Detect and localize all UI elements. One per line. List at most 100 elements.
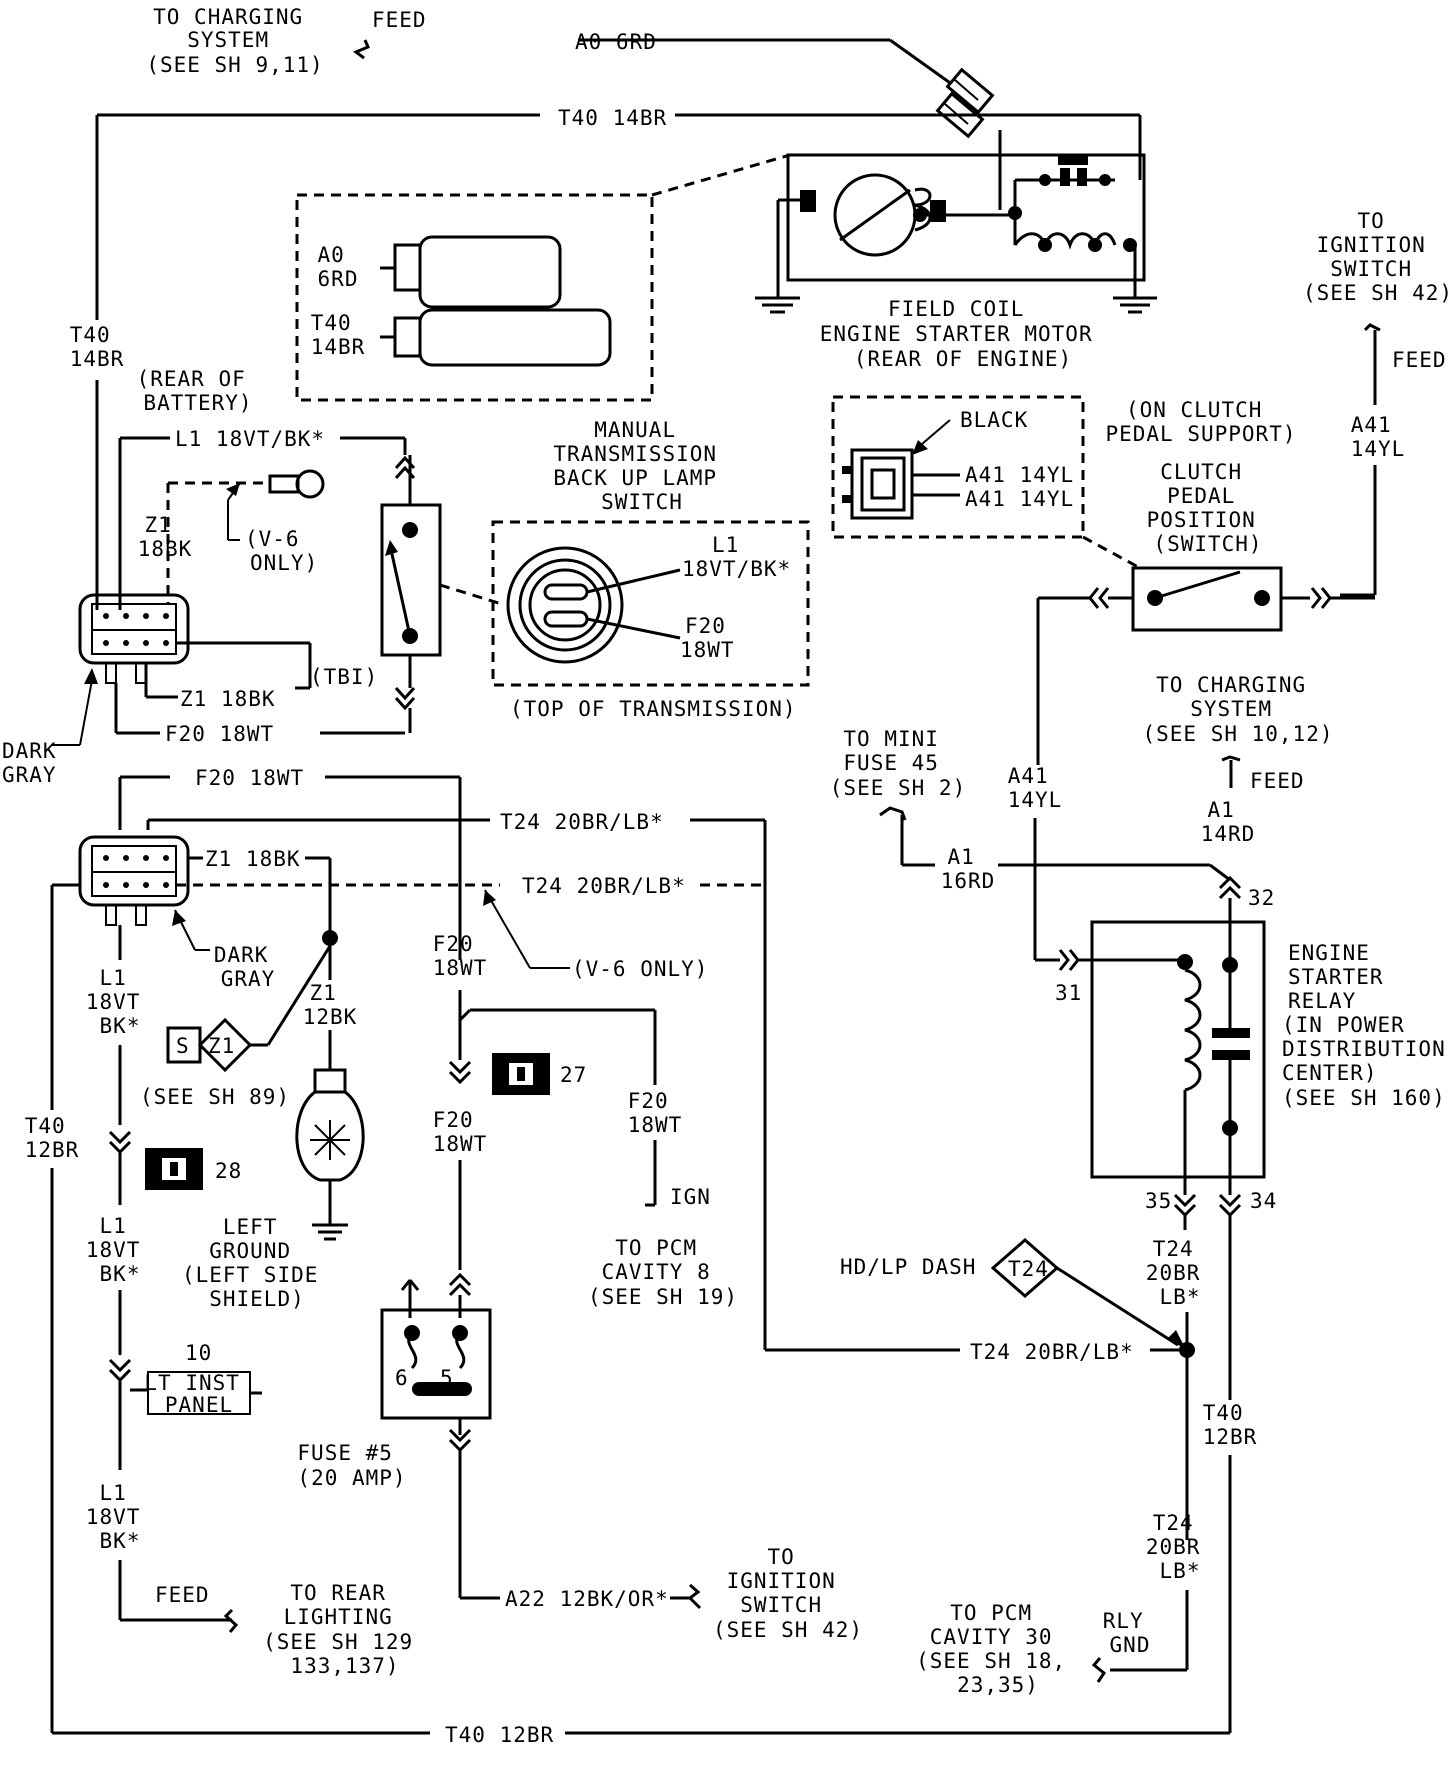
wire-z1-18bk-c: Z1 18BK (205, 847, 301, 871)
wire-a0-6rd: A0 6RD (575, 30, 657, 54)
fuse-5-label: FUSE #5 (20 AMP) (297, 1441, 406, 1490)
wire-l1-18vt-a: L1 18VT BK* (86, 966, 154, 1038)
clutch-pedal-position-switch (1036, 566, 1375, 765)
wire-a1-14rd: A1 14RD (1201, 798, 1256, 846)
dark-gray-label-b: DARK GRAY (214, 943, 282, 991)
see-sh-89-label: (SEE SH 89) (140, 1085, 290, 1109)
wire-f20-18wt-g: F20 18WT (433, 1108, 488, 1156)
dark-gray-label-a: DARK GRAY (2, 739, 70, 787)
v6-only-label-a: (V-6 ONLY) (245, 527, 318, 575)
clutch-connector-inset (831, 395, 1085, 539)
wire-f20-18wt-b: F20 18WT (680, 614, 740, 662)
feed-bottom-label: FEED (155, 1583, 210, 1607)
field-coil-label: FIELD COIL ENGINE STARTER MOTOR (REAR OF… (820, 297, 1107, 371)
hd-lp-dash-label: HD/LP DASH (840, 1255, 976, 1279)
splice-t24-diamond (990, 1238, 1186, 1350)
on-clutch-pedal-support: (ON CLUTCH PEDAL SUPPORT) (1105, 398, 1296, 446)
wire-l1-18vt-c: L1 18VT BK* (86, 1481, 154, 1553)
connector-27-icon (492, 1053, 550, 1095)
engine-starter-relay-label: ENGINE STARTER RELAY (IN POWER DISTRIBUT… (1282, 941, 1456, 1110)
ground-icon (755, 296, 800, 314)
wire-l1-18vtbk: L1 18VT/BK* (175, 427, 325, 451)
trans-switch-inset (491, 520, 810, 687)
engine-starter-relay (1058, 898, 1266, 1195)
wire-t40-12br-bottom: T40 12BR (445, 1723, 554, 1747)
cavity-32: 32 (1248, 886, 1275, 910)
wire-t24-20br-lb-b: T24 20BR/LB* (522, 874, 686, 898)
manual-trans-switch-label: MANUAL TRANSMISSION BACK UP LAMP SWITCH (553, 418, 730, 514)
wire-t40-12br-right: T40 12BR (1203, 1401, 1258, 1449)
starter-terminal-connector (935, 67, 995, 139)
trans-switch-connector (506, 546, 681, 664)
feed-mid-label: FEED (1250, 769, 1305, 793)
splice-z1-label: Z1 (208, 1034, 235, 1058)
wire-a1-16rd: A1 16RD (941, 845, 996, 893)
wire-a41-14yl-right: A41 14YL (1351, 413, 1406, 461)
connector-28-icon (145, 1148, 203, 1190)
wire-l1-18vt-b: L1 18VT BK* (86, 1214, 154, 1286)
wire-f20-18wt-f: F20 18WT (628, 1089, 683, 1137)
to-ignition-switch-top: TO IGNITION SWITCH (SEE SH 42) (1303, 209, 1453, 305)
left-ground-label: LEFT GROUND (LEFT SIDE SHIELD) (182, 1215, 332, 1311)
lamp-icon (295, 1068, 365, 1225)
to-pcm-cavity-8: TO PCM CAVITY 8 (SEE SH 19) (588, 1236, 738, 1309)
black-label: BLACK (960, 408, 1028, 432)
wire-f20-18wt-c: F20 18WT (165, 722, 274, 746)
cavity-31: 31 (1055, 981, 1082, 1005)
starter-connector-inset (295, 193, 654, 402)
wire-z1-12bk: Z1 12BK (303, 981, 358, 1029)
wire-l1-18vtbk-b: L1 18VT/BK* (682, 533, 791, 581)
feed-top-label: FEED (372, 8, 427, 32)
to-ignition-switch-bottom: TO IGNITION SWITCH (SEE SH 42) (713, 1545, 863, 1642)
to-rear-lighting-label: TO REAR LIGHTING (SEE SH 129 133,137) (263, 1581, 427, 1678)
fuse-5 (380, 1272, 492, 1598)
wire-f20-18wt-e: F20 18WT (433, 932, 488, 980)
rly-gnd-label: RLY GND (1103, 1609, 1158, 1657)
splice-t24-label: T24 (1008, 1257, 1049, 1281)
ground-icon (312, 1223, 348, 1241)
cavity-35: 35 (1145, 1189, 1172, 1213)
splice-s-label: S (176, 1034, 190, 1058)
lt-inst-panel-connector (130, 1371, 262, 1415)
to-charging-system-top: TO CHARGING SYSTEM (SEE SH 9,11) (146, 5, 323, 77)
wire-f20-18wt-d: F20 18WT (195, 766, 304, 790)
wire-a41-14yl-2: A41 14YL (965, 487, 1074, 511)
wire-t24-20br-lb-c: T24 20BR LB* (1146, 1237, 1214, 1309)
splice-z1-diamond (166, 1017, 268, 1073)
ign-label: IGN (670, 1185, 711, 1209)
wire-t40-14br-top: T40 14BR (558, 106, 667, 130)
to-mini-fuse-45: TO MINI FUSE 45 (SEE SH 2) (830, 727, 966, 800)
fuse-cavity-6: 6 (395, 1366, 409, 1390)
wire-t24-20br-lb-d: T24 20BR/LB* (970, 1340, 1134, 1364)
engine-harness-connector (78, 593, 190, 684)
wire-t40-12br-left: T40 12BR (25, 1114, 80, 1162)
cavity-t40-14br: T40 14BR (311, 311, 366, 359)
wire-t40-14br-left: T40 14BR (70, 323, 125, 371)
rear-of-battery-label: (REAR OF BATTERY) (137, 367, 260, 415)
instrument-harness-connector (78, 835, 190, 926)
to-charging-system-mid: TO CHARGING SYSTEM (SEE SH 10,12) (1142, 673, 1333, 746)
wire-z1-18bk-b: Z1 18BK (180, 687, 276, 711)
top-feed-wiring (95, 38, 961, 610)
connector-27-label: 27 (560, 1063, 587, 1087)
lt-inst-panel-label: LT INST PANEL (144, 1371, 253, 1417)
ground-icon (1113, 296, 1157, 314)
backup-lamp-switch (380, 455, 442, 733)
connector-28-label: 28 (215, 1159, 242, 1183)
feed-right-label: FEED (1392, 348, 1447, 372)
cavity-34: 34 (1250, 1189, 1277, 1213)
clutch-pedal-switch-label: CLUTCH PEDAL POSITION (SWITCH) (1147, 460, 1270, 556)
wire-a41-14yl-1: A41 14YL (965, 463, 1074, 487)
wire-a22-12bkor: A22 12BK/OR* (505, 1587, 669, 1611)
cavity-10-label: 10 (185, 1341, 212, 1365)
wire-a41-14yl-mid: A41 14YL (1008, 764, 1063, 812)
v6-only-label-b: (V-6 ONLY) (572, 957, 708, 981)
starter-motor-box (651, 113, 1146, 298)
top-of-transmission-label: (TOP OF TRANSMISSION) (510, 697, 797, 721)
tbi-label: (TBI) (310, 665, 378, 689)
fuse-cavity-5: 5 (440, 1366, 454, 1390)
wire-z1-18bk-a: Z1 18BK (138, 513, 193, 561)
wire-t24-20br-lb-e: T24 20BR LB* (1146, 1511, 1214, 1583)
cavity-a0-6rd: A0 6RD (318, 243, 359, 291)
